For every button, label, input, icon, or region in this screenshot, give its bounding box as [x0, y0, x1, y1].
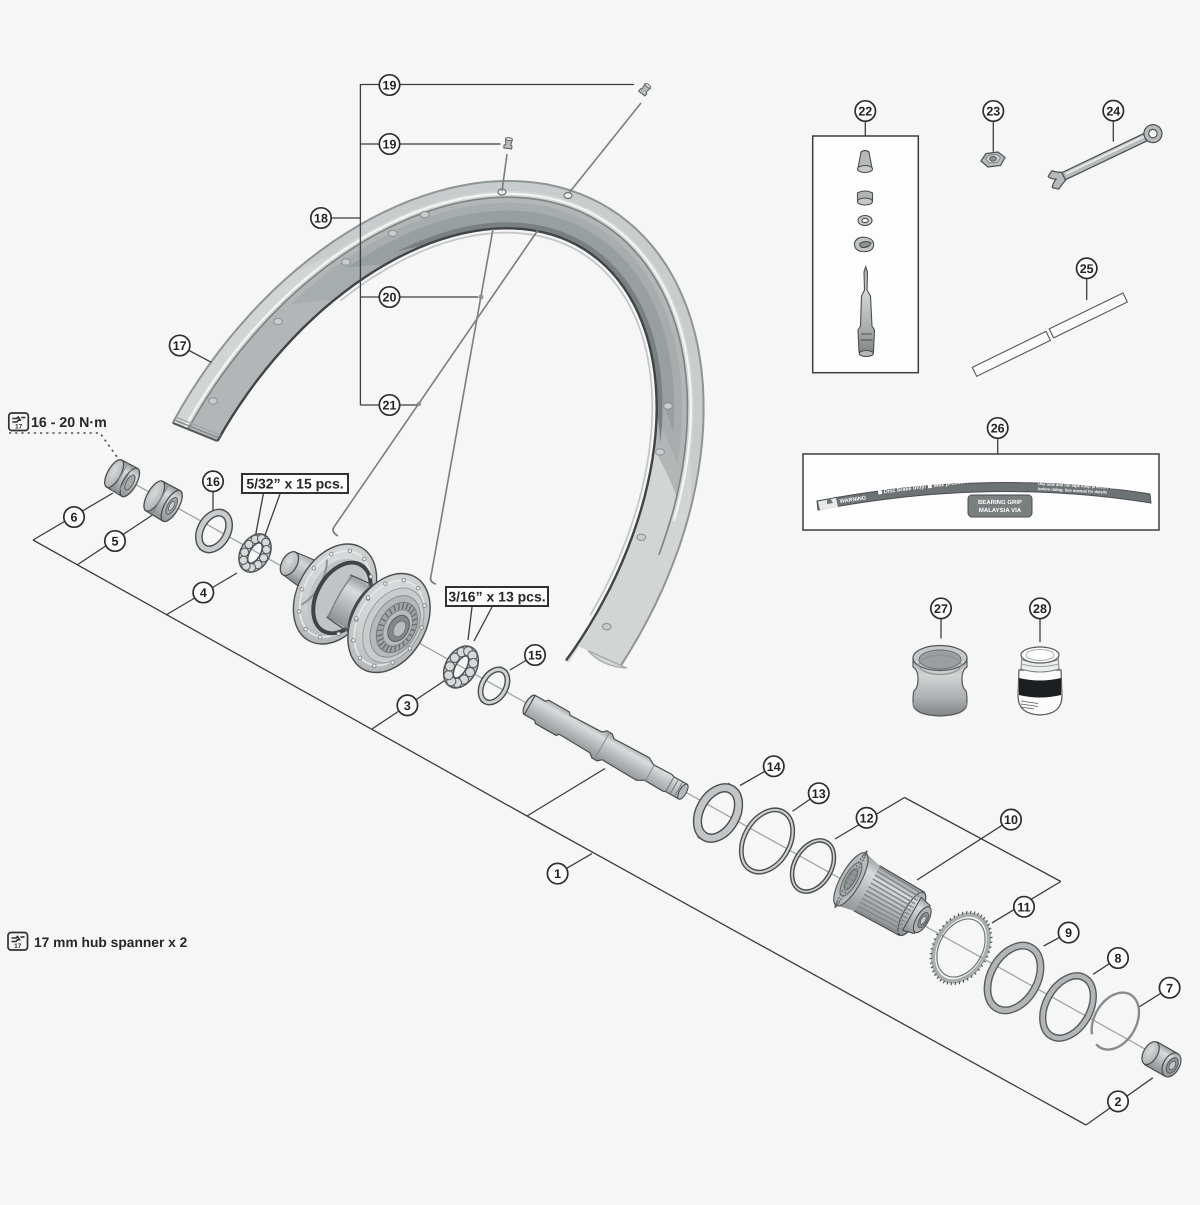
svg-text:26: 26	[991, 422, 1005, 436]
svg-text:16 - 20 N·m: 16 - 20 N·m	[31, 415, 107, 431]
svg-text:21: 21	[383, 399, 397, 413]
svg-text:23: 23	[986, 105, 1000, 119]
svg-text:2: 2	[1115, 1095, 1122, 1109]
svg-text:17: 17	[173, 339, 187, 353]
svg-text:7: 7	[1166, 981, 1173, 995]
svg-text:20: 20	[383, 291, 397, 305]
svg-text:24: 24	[1106, 104, 1120, 118]
svg-text:13: 13	[812, 787, 826, 801]
svg-text:14: 14	[767, 760, 781, 774]
svg-text:8: 8	[1115, 952, 1122, 966]
svg-text:16: 16	[206, 475, 220, 489]
svg-text:27: 27	[934, 602, 948, 616]
svg-text:25: 25	[1080, 262, 1094, 276]
svg-text:17: 17	[15, 424, 23, 431]
svg-text:28: 28	[1033, 602, 1047, 616]
svg-text:9: 9	[1065, 926, 1072, 940]
svg-text:4: 4	[200, 586, 207, 600]
svg-text:1: 1	[554, 867, 561, 881]
svg-text:19: 19	[383, 79, 397, 93]
svg-text:17: 17	[14, 943, 22, 950]
svg-text:17 mm hub spanner x 2: 17 mm hub spanner x 2	[34, 935, 188, 950]
svg-text:3/16” x 13 pcs.: 3/16” x 13 pcs.	[448, 589, 545, 605]
svg-text:5: 5	[112, 535, 119, 549]
svg-text:10: 10	[1004, 813, 1018, 827]
svg-text:3: 3	[404, 699, 411, 713]
svg-text:18: 18	[314, 212, 328, 226]
svg-text:22: 22	[858, 105, 872, 119]
svg-text:5/32” x 15 pcs.: 5/32” x 15 pcs.	[246, 476, 343, 492]
svg-text:6: 6	[71, 511, 78, 525]
svg-text:11: 11	[1017, 900, 1030, 914]
svg-text:BEARING GRIP: BEARING GRIP	[978, 499, 1022, 506]
svg-text:19: 19	[383, 138, 397, 152]
svg-text:12: 12	[860, 811, 874, 825]
svg-text:MALAYSIA VIA: MALAYSIA VIA	[979, 507, 1022, 514]
svg-text:15: 15	[528, 649, 542, 663]
